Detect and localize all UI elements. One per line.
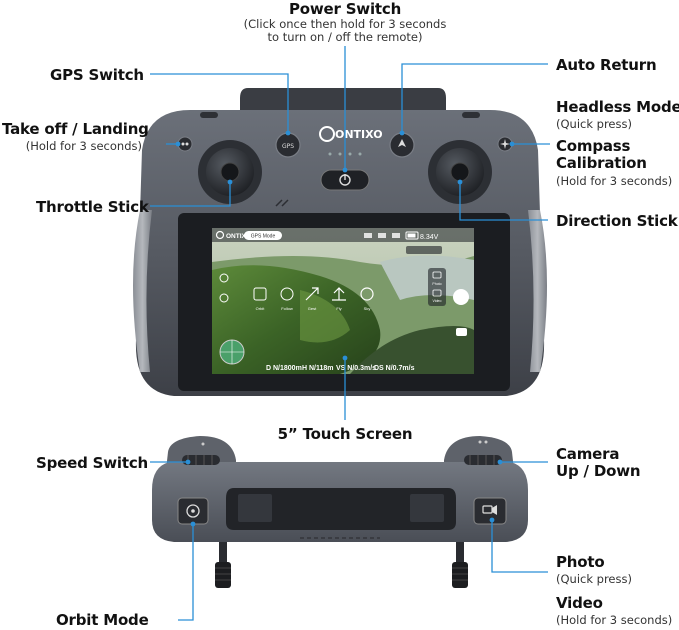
label-orbit-mode: Orbit Mode (56, 611, 149, 629)
phone-clamp (226, 488, 456, 530)
label-power-switch-note-2: to turn on / off the remote) (267, 30, 423, 44)
label-photo-note: (Quick press) (556, 572, 632, 586)
mode-icon-follow[interactable] (280, 287, 294, 301)
label-headless-mode-note: (Quick press) (556, 117, 632, 131)
leader-auto-return (401, 63, 548, 133)
throttle-stick[interactable] (220, 162, 240, 182)
antenna-handle (240, 88, 446, 112)
label-camera-updown-1: Camera (556, 445, 620, 463)
screen-compass-icon[interactable] (219, 273, 229, 283)
label-power-switch: Power Switch (288, 0, 402, 18)
label-compass-calibration-1: Compass (556, 137, 631, 155)
label-auto-return: Auto Return (556, 56, 657, 74)
left-grip (133, 210, 152, 372)
screen-mode-label: GPS Mode (251, 234, 276, 240)
telemetry-height: H N/118m (302, 365, 334, 372)
label-speed-switch: Speed Switch (36, 454, 148, 472)
screen-playback-icon[interactable] (456, 328, 467, 336)
remote-top-view: GPS ONTIXO (133, 88, 547, 396)
screen-video-label: Video (433, 299, 442, 303)
brand-logo-mark (319, 126, 335, 142)
label-direction-stick: Direction Stick (556, 212, 678, 230)
screen-shutter-button[interactable] (453, 289, 469, 305)
screen-drone-icon[interactable] (219, 293, 229, 303)
leader-gps (150, 73, 289, 133)
mode-label-sky: Sky (364, 306, 371, 311)
svg-text:GPS: GPS (282, 143, 294, 150)
direction-stick-front (456, 542, 464, 562)
label-headless-mode: Headless Mode (556, 98, 679, 116)
leader-dots (175, 130, 515, 527)
screen-photo-video-panel (428, 268, 446, 306)
telemetry-vspeed: VS N/0.3m/s (336, 365, 376, 372)
mode-icon-sky[interactable] (360, 287, 374, 301)
label-touch-screen: 5” Touch Screen (277, 425, 413, 443)
screen-photo-label: Photo (432, 282, 441, 286)
label-gps-switch: GPS Switch (50, 66, 144, 84)
leader-throttle (150, 182, 231, 207)
label-takeoff-landing-note: (Hold for 3 seconds) (25, 139, 142, 153)
telemetry-distance: D N/1800m (266, 365, 302, 372)
leader-direction (459, 182, 548, 221)
screen-video-icon[interactable] (432, 289, 442, 297)
label-camera-updown-2: Up / Down (556, 462, 641, 480)
mode-label-orbit: Orbit (256, 306, 266, 311)
direction-stick[interactable] (450, 162, 470, 182)
screen-brand: ONTIXO (226, 233, 251, 240)
photo-video-button[interactable] (473, 497, 507, 525)
battery-voltage: 8.34V (420, 234, 439, 241)
label-compass-calibration-note: (Hold for 3 seconds) (556, 174, 673, 188)
camera-up-down-wheel[interactable] (464, 455, 502, 465)
label-video: Video (556, 594, 603, 612)
throttle-stick-front (219, 542, 227, 562)
label-throttle-stick: Throttle Stick (36, 198, 149, 216)
label-power-switch-note-1: (Click once then hold for 3 seconds (243, 17, 447, 31)
remote-front-view (152, 436, 528, 588)
label-video-note: (Hold for 3 seconds) (556, 613, 673, 627)
mode-icon-fly[interactable] (332, 287, 346, 301)
mode-icon-gesture[interactable] (305, 287, 319, 301)
brand-logo-text: ONTIXO (335, 128, 383, 141)
mode-label-gest: Gest (308, 306, 317, 311)
label-takeoff-landing: Take off / Landing (2, 120, 149, 138)
leader-photo (491, 520, 548, 573)
mode-label-follow: Follow (281, 306, 293, 311)
mode-icon-orbit[interactable] (253, 287, 267, 301)
screen-mode-icons: Orbit Follow Gest Fly Sky (253, 287, 374, 311)
screen-photo-icon[interactable] (432, 271, 442, 279)
speed-switch[interactable] (182, 455, 220, 465)
mode-label-fly: Fly (336, 306, 341, 311)
screen-mode-pill[interactable] (244, 231, 282, 240)
battery-icon (405, 231, 419, 240)
label-photo: Photo (556, 553, 605, 571)
leader-lines (150, 46, 550, 621)
telemetry-dspeed: DS N/0.7m/s (374, 365, 415, 372)
label-compass-calibration-2: Calibration (556, 154, 647, 172)
right-grip (528, 210, 547, 372)
leader-orbit (178, 524, 194, 621)
